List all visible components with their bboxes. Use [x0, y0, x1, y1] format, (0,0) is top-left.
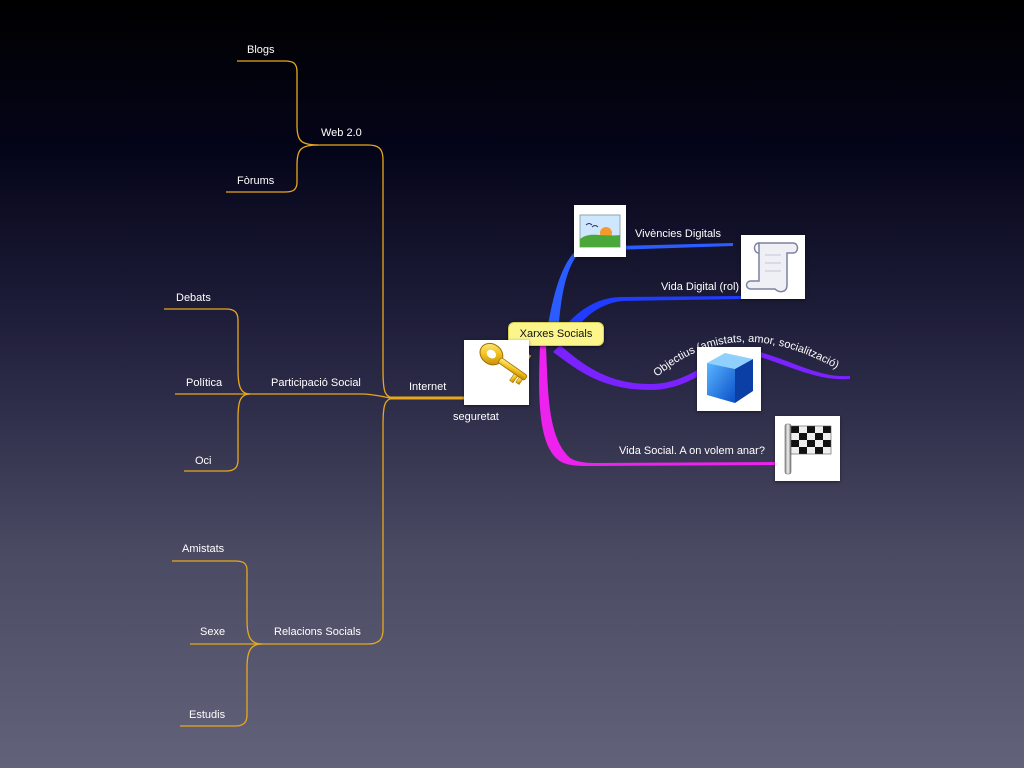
connector-amistats: [172, 560, 263, 645]
node-vida-social[interactable]: Vida Social. A on volem anar?: [619, 445, 765, 457]
connector-estudis: [180, 643, 263, 727]
node-relacions-socials[interactable]: Relacions Socials: [274, 626, 361, 638]
connector-participacio: [250, 393, 391, 399]
node-participacio-social[interactable]: Participació Social: [271, 377, 361, 389]
node-sexe[interactable]: Sexe: [200, 626, 226, 638]
connector-oci: [184, 393, 251, 472]
node-internet[interactable]: Internet: [409, 381, 447, 393]
connector-web20: [318, 144, 396, 399]
node-vida-digital[interactable]: Vida Digital (rol): [661, 281, 740, 293]
landscape-picture-icon: [579, 214, 621, 248]
icon-vida-social: [775, 416, 840, 481]
blue-cube-icon: [707, 353, 753, 403]
connector-debats: [164, 308, 251, 395]
node-vivencies-digitals[interactable]: Vivències Digitals: [635, 228, 722, 240]
checkered-flag-icon: [784, 423, 832, 475]
golden-key-icon: [479, 342, 528, 385]
scroll-icon: [745, 242, 799, 293]
connector-forums: [226, 144, 319, 193]
node-blogs[interactable]: Blogs: [247, 44, 275, 56]
node-amistats[interactable]: Amistats: [182, 543, 225, 555]
node-estudis[interactable]: Estudis: [189, 709, 226, 721]
node-oci[interactable]: Oci: [195, 455, 212, 467]
connector-blogs: [237, 60, 319, 146]
node-debats[interactable]: Debats: [176, 292, 211, 304]
icon-objectius: [697, 347, 761, 411]
node-seguretat[interactable]: seguretat: [453, 411, 499, 423]
connector-objectius: [553, 345, 850, 390]
icon-vivencies: [574, 205, 626, 257]
key-image: [464, 340, 529, 405]
node-forums[interactable]: Fòrums: [237, 175, 275, 187]
icon-vida-digital: [741, 235, 805, 299]
connector-relacions: [262, 397, 396, 645]
node-web20[interactable]: Web 2.0: [321, 127, 362, 139]
node-politica[interactable]: Política: [186, 377, 223, 389]
connector-vida-social: [539, 345, 775, 467]
